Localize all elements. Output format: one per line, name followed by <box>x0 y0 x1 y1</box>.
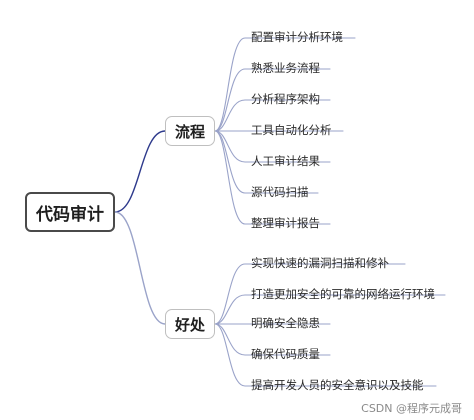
link-root-good <box>114 211 166 325</box>
link-good-1 <box>214 294 446 325</box>
leaf-flow-4[interactable]: 人工审计结果 <box>251 154 320 168</box>
leaf-flow-0[interactable]: 配置审计分析环境 <box>251 30 343 44</box>
link-good-0 <box>214 263 406 325</box>
leaf-flow-5[interactable]: 源代码扫描 <box>251 185 309 199</box>
leaf-flow-1[interactable]: 熟悉业务流程 <box>251 61 320 75</box>
branch-node-benefits[interactable]: 好处 <box>165 309 215 339</box>
leaf-benefit-0[interactable]: 实现快速的漏洞扫描和修补 <box>251 256 389 270</box>
leaf-flow-6[interactable]: 整理审计报告 <box>251 216 320 230</box>
link-root-flow <box>114 130 166 213</box>
leaf-benefit-4[interactable]: 提高开发人员的安全意识以及技能 <box>251 378 424 392</box>
root-node[interactable]: 代码审计 <box>25 192 115 232</box>
branch-node-flow[interactable]: 流程 <box>165 116 215 146</box>
link-flow-2 <box>214 99 331 132</box>
leaf-flow-3[interactable]: 工具自动化分析 <box>251 123 332 137</box>
leaf-benefit-3[interactable]: 确保代码质量 <box>251 347 320 361</box>
link-good-4 <box>214 323 437 387</box>
link-flow-1 <box>214 68 331 132</box>
leaf-flow-2[interactable]: 分析程序架构 <box>251 92 320 106</box>
leaf-benefit-1[interactable]: 打造更加安全的可靠的网络运行环境 <box>251 287 435 301</box>
leaf-benefit-2[interactable]: 明确安全隐患 <box>251 316 320 330</box>
link-flow-0 <box>214 37 356 132</box>
watermark-text: CSDN @程序元成哥 <box>361 402 462 415</box>
link-flow-6 <box>214 130 331 225</box>
